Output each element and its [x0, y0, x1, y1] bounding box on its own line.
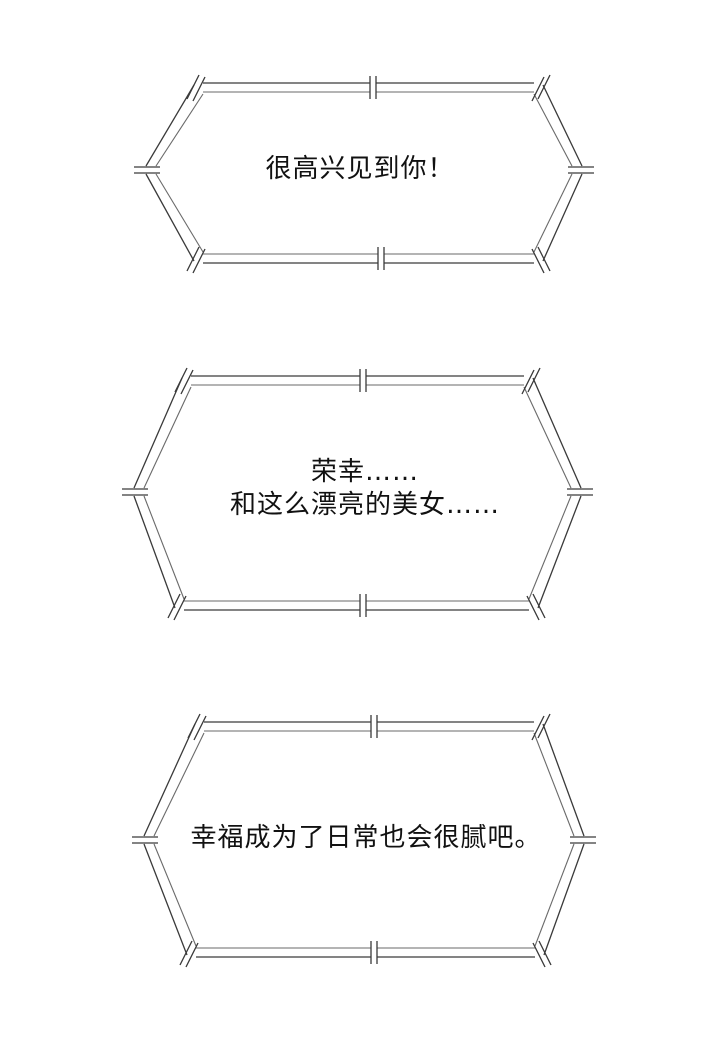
bubble-2-text: 荣幸…… 和这么漂亮的美女…… [0, 456, 720, 522]
bubble-3-line-1: 幸福成为了日常也会很腻吧。 [190, 823, 542, 853]
bubble-3-text: 幸福成为了日常也会很腻吧。 [0, 822, 720, 855]
bubble-1-text: 很高兴见到你！ [0, 153, 720, 186]
bubble-1-line-1: 很高兴见到你！ [265, 154, 455, 184]
bubble-2-line-1: 荣幸…… [310, 457, 419, 487]
bubble-2-line-2: 和这么漂亮的美女…… [229, 490, 500, 520]
